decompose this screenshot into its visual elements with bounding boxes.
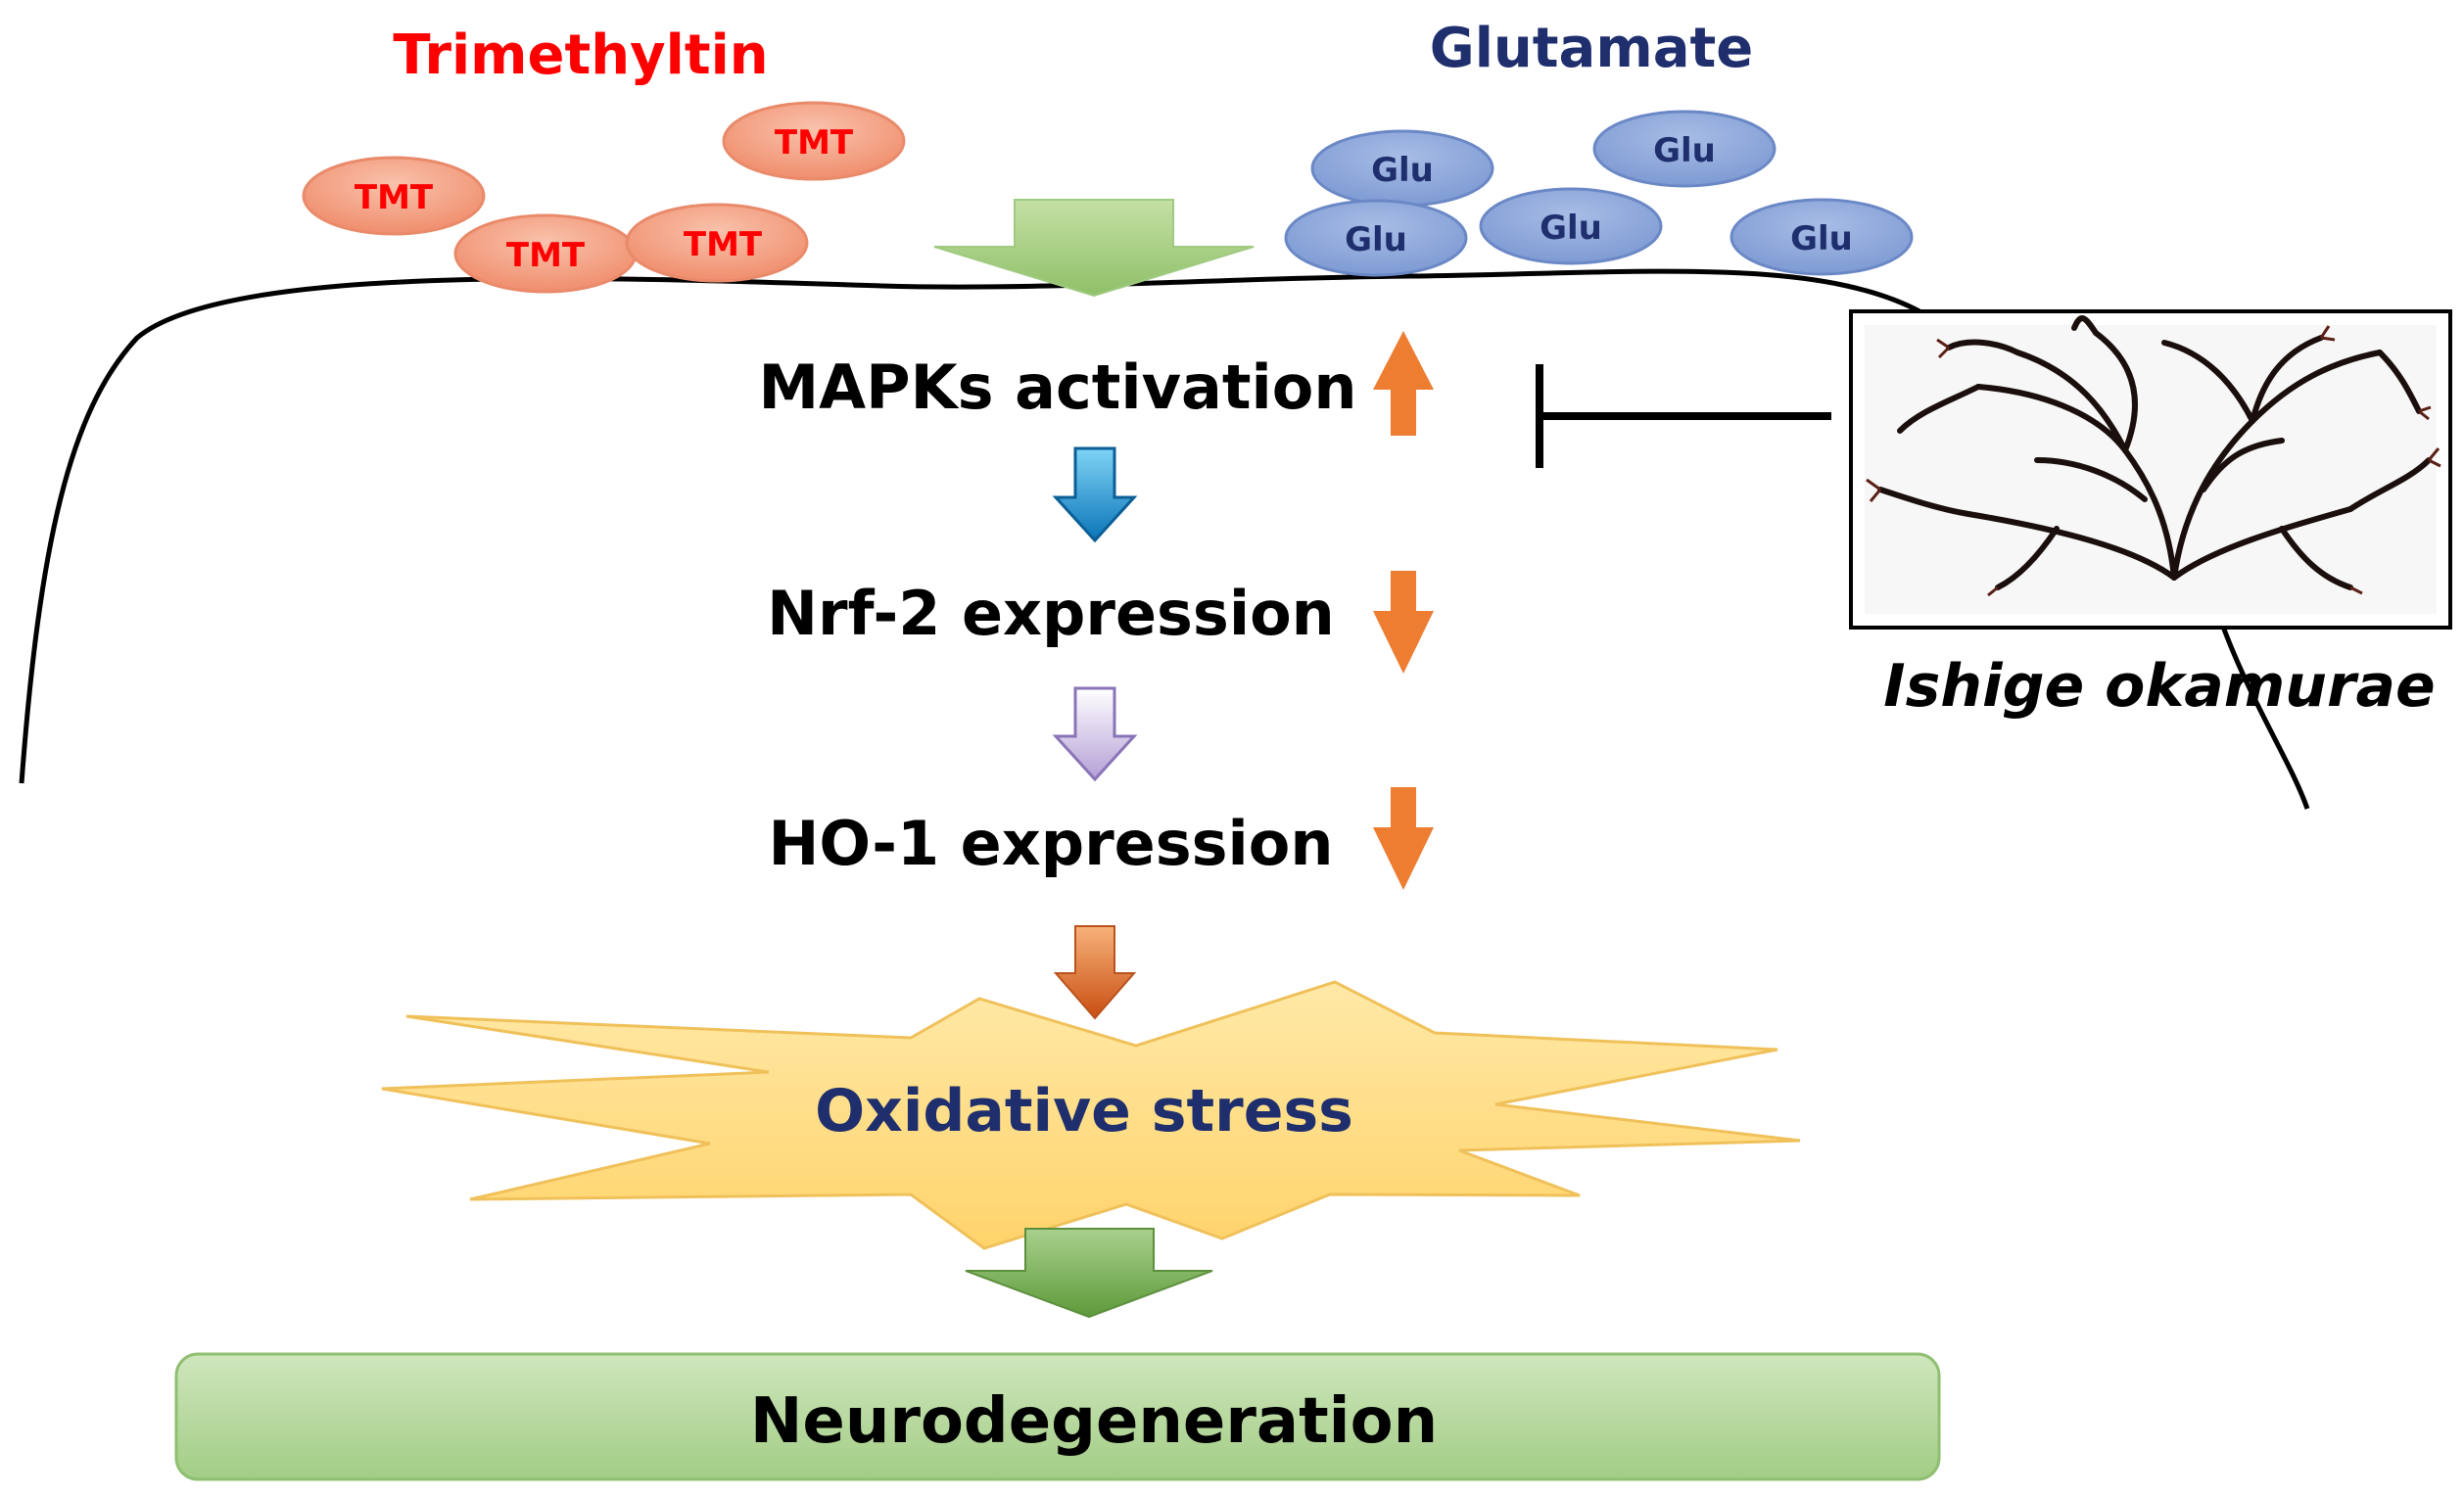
tmt-molecule: TMT xyxy=(302,156,486,236)
glutamate-title: Glutamate xyxy=(1430,17,1753,80)
tmt-label: TMT xyxy=(355,178,434,217)
up-arrow-icon xyxy=(1373,331,1434,436)
tmt-label: TMT xyxy=(506,236,586,275)
ishige-okamurae-caption: Ishige okamurae xyxy=(1883,652,2435,721)
neurodegeneration-label: Neurodegeneration xyxy=(750,1385,1438,1458)
oxidative-stress-burst xyxy=(381,980,1801,1250)
glu-molecule: Glu xyxy=(1592,110,1777,188)
oxidative-stress-label: Oxidative stress xyxy=(815,1077,1353,1145)
blue-down-arrow xyxy=(1052,446,1138,543)
glu-molecule: Glu xyxy=(1284,199,1468,277)
tmt-molecule: TMT xyxy=(453,213,638,294)
inhibition-symbol xyxy=(1536,364,1831,468)
tmt-label: TMT xyxy=(775,123,854,163)
glu-molecule: Glu xyxy=(1310,129,1494,208)
trimethyltin-title: Trimethyltin xyxy=(393,23,768,87)
glu-molecule: Glu xyxy=(1479,187,1663,265)
down-arrow-icon xyxy=(1373,571,1434,674)
ishige-okamurae-image xyxy=(1849,309,2452,630)
ho1-expression-label: HO-1 expression xyxy=(768,808,1333,879)
seaweed-tips-icon xyxy=(1866,325,2441,597)
entry-down-arrow xyxy=(933,199,1255,298)
glu-molecule: Glu xyxy=(1730,198,1914,276)
tmt-label: TMT xyxy=(684,225,763,264)
neuro-down-arrow xyxy=(965,1228,1213,1319)
tmt-molecule: TMT xyxy=(625,203,809,283)
glu-label: Glu xyxy=(1653,131,1716,170)
mapks-activation-label: MAPKs activation xyxy=(758,351,1356,423)
cell-membrane xyxy=(19,268,2310,810)
glu-label: Glu xyxy=(1540,209,1602,248)
glu-label: Glu xyxy=(1345,220,1407,259)
nrf2-expression-label: Nrf-2 expression xyxy=(767,578,1335,649)
down-arrow-icon xyxy=(1373,787,1434,890)
glu-label: Glu xyxy=(1371,151,1434,190)
orange-down-arrow xyxy=(1053,925,1137,1020)
tmt-molecule: TMT xyxy=(722,101,906,181)
glu-label: Glu xyxy=(1790,219,1853,258)
neurodegeneration-box xyxy=(174,1352,1941,1481)
lavender-down-arrow xyxy=(1052,686,1138,782)
seaweed-icon xyxy=(1877,315,2432,590)
